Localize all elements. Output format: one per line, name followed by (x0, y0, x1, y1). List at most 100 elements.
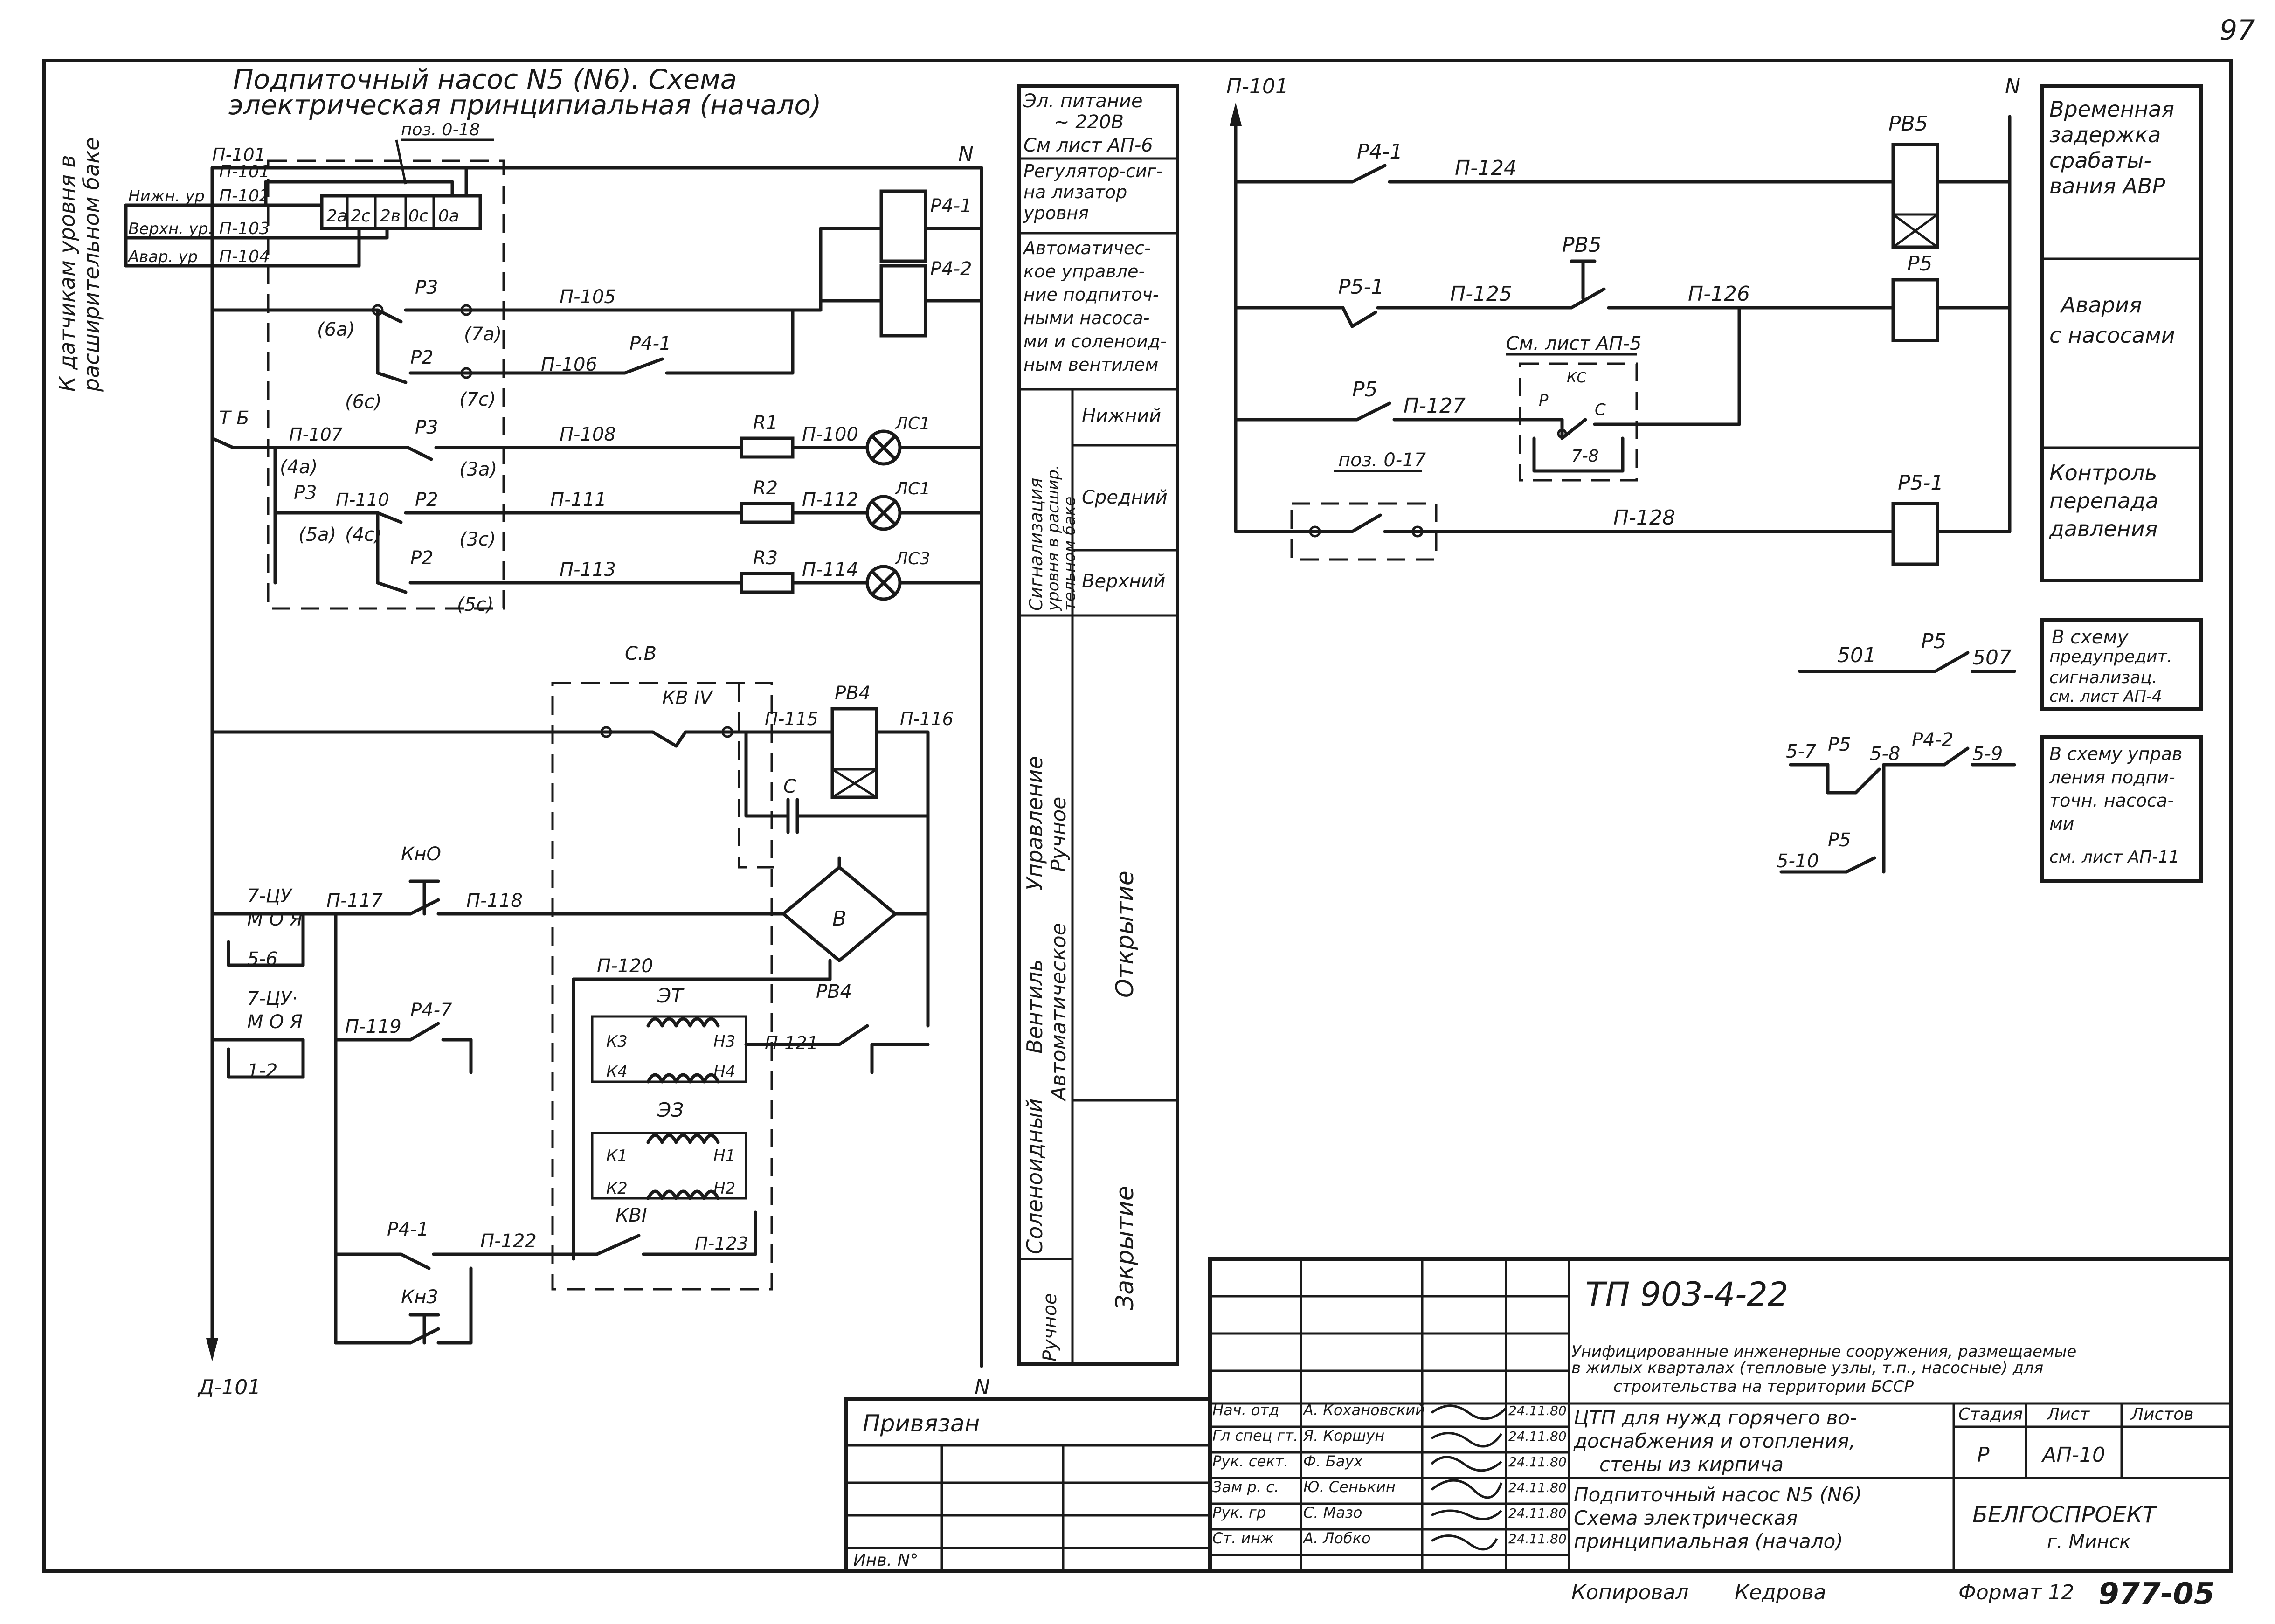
neutral-label: N (958, 142, 974, 166)
svg-text:Зам р. с.: Зам р. с. (1212, 1478, 1279, 1496)
svg-text:(3а): (3а) (459, 459, 497, 480)
svg-text:Р5: Р5 (1828, 734, 1851, 755)
svg-text:РВ5: РВ5 (1888, 112, 1928, 136)
svg-text:Копировал: Копировал (1571, 1581, 1688, 1604)
svg-text:Р3: Р3 (415, 277, 438, 298)
drawing-number: 977-05 (2098, 1577, 2214, 1611)
svg-text:Р: Р (1539, 391, 1549, 410)
svg-text:Р5: Р5 (1921, 629, 1947, 653)
svg-text:N: N (2005, 75, 2020, 98)
svg-text:(5а): (5а) (298, 524, 336, 546)
svg-text:Подпиточный насос N5 (N6): Подпиточный насос N5 (N6) (1574, 1483, 1862, 1506)
svg-text:Р4-1: Р4-1 (387, 1219, 429, 1240)
title-block: ТП 903-4-22 Унифицированные инженерные с… (844, 1257, 2233, 1611)
svg-text:см. лист АП-11: см. лист АП-11 (2049, 848, 2179, 867)
svg-text:П-115: П-115 (765, 709, 818, 729)
svg-text:Ручное: Ручное (1039, 1293, 1061, 1361)
svg-text:П-120: П-120 (597, 955, 653, 977)
svg-text:П-107: П-107 (289, 424, 343, 445)
svg-text:П-118: П-118 (466, 890, 523, 912)
svg-text:Средний: Средний (1082, 487, 1168, 508)
svg-text:П-110: П-110 (336, 490, 389, 510)
signatures (1431, 1404, 1507, 1551)
svg-text:Р2: Р2 (415, 489, 438, 511)
svg-text:Гл спец гт.: Гл спец гт. (1212, 1427, 1298, 1444)
svg-text:5-8: 5-8 (1870, 743, 1900, 765)
svg-text:АП-10: АП-10 (2041, 1443, 2105, 1467)
svg-text:5-10: 5-10 (1777, 850, 1819, 872)
svg-text:тельном баке: тельном баке (1060, 497, 1079, 611)
svg-text:Н3: Н3 (713, 1032, 735, 1051)
svg-text:Р5-1: Р5-1 (1898, 471, 1943, 495)
svg-text:П-111: П-111 (550, 489, 607, 511)
svg-text:В: В (832, 907, 846, 931)
svg-text:П-125: П-125 (1450, 282, 1512, 306)
svg-text:расширительном баке: расширительном баке (79, 137, 104, 392)
svg-text:Ручное: Ручное (1047, 797, 1071, 872)
svg-text:7-ЦУ·: 7-ЦУ· (247, 988, 297, 1009)
svg-text:(6а): (6а) (317, 319, 355, 340)
svg-text:давления: давления (2049, 516, 2157, 541)
svg-text:кое управле-: кое управле- (1023, 261, 1145, 282)
svg-text:К3: К3 (606, 1032, 628, 1051)
svg-text:0а: 0а (438, 207, 459, 226)
svg-text:П-101: П-101 (219, 162, 270, 181)
svg-text:Схема электрическая: Схема электрическая (1574, 1507, 1798, 1529)
svg-text:(5с): (5с) (457, 594, 494, 615)
svg-text:Р2: Р2 (410, 547, 434, 569)
svg-text:Н1: Н1 (713, 1147, 735, 1165)
svg-text:М О Я: М О Я (247, 1011, 303, 1033)
svg-text:Авария: Авария (2060, 292, 2142, 318)
svg-text:ления подпи-: ления подпи- (2049, 767, 2175, 788)
svg-text:П-104: П-104 (219, 247, 270, 266)
svg-text:перепада: перепада (2049, 488, 2158, 513)
svg-text:доснабжения и отопления,: доснабжения и отопления, (1573, 1430, 1855, 1452)
svg-text:Листов: Листов (2130, 1405, 2193, 1424)
svg-text:24.11.80: 24.11.80 (1508, 1531, 1567, 1547)
svg-text:на лизатор: на лизатор (1023, 182, 1127, 202)
svg-text:К2: К2 (606, 1179, 628, 1198)
svg-text:Р: Р (1977, 1443, 1990, 1467)
right-schematic: П-101 N Р4-1 П-124 РВ5 Р5-1 П-125 РВ5 П-… (1226, 75, 2203, 883)
svg-text:Стадия: Стадия (1958, 1405, 2023, 1424)
svg-text:ЭТ: ЭТ (657, 984, 685, 1007)
svg-text:0с: 0с (408, 207, 429, 226)
svg-text:М О Я: М О Я (247, 909, 303, 930)
svg-text:П-117: П-117 (326, 890, 383, 912)
svg-text:R3: R3 (753, 547, 778, 569)
svg-text:Автоматичес-: Автоматичес- (1022, 238, 1151, 258)
svg-text:N: N (975, 1375, 990, 1399)
svg-text:П-113: П-113 (560, 559, 616, 580)
svg-text:Н2: Н2 (713, 1179, 735, 1198)
svg-text:П-128: П-128 (1613, 506, 1675, 530)
svg-text:К датчикам уровня в: К датчикам уровня в (55, 155, 80, 392)
svg-text:сигнализац.: сигнализац. (2049, 668, 2157, 687)
org-name: БЕЛГОСПРОЕКТ (1972, 1502, 2158, 1528)
svg-text:стены из кирпича: стены из кирпича (1599, 1453, 1784, 1476)
svg-text:П-100: П-100 (802, 424, 858, 445)
svg-text:уровня: уровня (1023, 203, 1089, 223)
svg-text:24.11.80: 24.11.80 (1508, 1454, 1567, 1470)
svg-text:24.11.80: 24.11.80 (1508, 1506, 1567, 1521)
svg-text:7-8: 7-8 (1571, 447, 1599, 466)
sensor-alarm: Авар. ур (127, 248, 198, 266)
svg-text:2а: 2а (326, 207, 347, 226)
svg-text:(7с): (7с) (459, 389, 496, 410)
svg-text:Рук. гр: Рук. гр (1212, 1504, 1266, 1521)
wire-label-n101: П-101 (212, 145, 266, 165)
svg-text:Кедрова: Кедрова (1735, 1581, 1826, 1604)
svg-text:Временная: Временная (2049, 97, 2174, 122)
svg-text:ными насоса-: ными насоса- (1023, 308, 1149, 328)
left-schematic: П-101 N поз. 0-18 2а 2с 2в 0с 0а Нижн. у… (124, 120, 990, 1399)
svg-text:П-121: П-121 (765, 1033, 818, 1053)
svg-text:R2: R2 (753, 477, 778, 499)
svg-text:Р4-1: Р4-1 (930, 195, 972, 217)
svg-text:2в: 2в (380, 207, 401, 226)
svg-text:П-112: П-112 (802, 489, 858, 511)
svg-text:Соленоидный: Соленоидный (1022, 1099, 1047, 1254)
svg-text:П-102: П-102 (219, 187, 270, 206)
svg-text:РВ5: РВ5 (1562, 233, 1602, 257)
svg-text:Р4-1: Р4-1 (1357, 140, 1403, 164)
svg-text:П-108: П-108 (560, 424, 616, 445)
